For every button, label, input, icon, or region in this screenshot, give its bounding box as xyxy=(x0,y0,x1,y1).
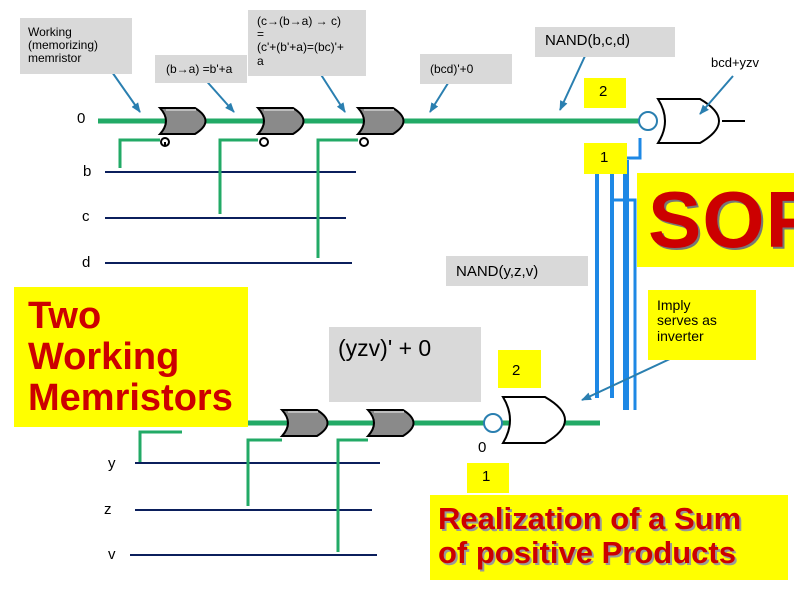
var-d-label: d xyxy=(82,254,91,271)
bcd-prime-label: (bcd)'+0 xyxy=(430,62,474,76)
sop-label: SOP xyxy=(648,175,794,264)
num-1-top-label: 1 xyxy=(600,149,609,166)
working-memristor-label: Working (memorizing) memristor xyxy=(28,25,99,66)
num-1-top-box xyxy=(584,143,627,174)
top-output-bubble xyxy=(638,111,658,131)
arrow-bcd-yzv xyxy=(699,75,734,115)
two-working-label: Two Working Memristors xyxy=(28,295,233,420)
yzv-prime-box xyxy=(329,327,481,402)
realization-box xyxy=(430,495,788,580)
arrow-nand-bcd xyxy=(559,55,586,111)
imply-note-box xyxy=(648,290,756,360)
num-2-bottom-label: 2 xyxy=(512,362,521,379)
var-c-label: c xyxy=(82,208,90,225)
memristor-gate-1 xyxy=(157,107,207,135)
working-memristor-box xyxy=(20,18,132,74)
num-2-top-box xyxy=(584,78,626,108)
bcd-prime-box xyxy=(420,54,512,84)
num-1-bottom-label: 1 xyxy=(482,468,491,485)
top-output-gate xyxy=(656,98,720,144)
gate-5-connector xyxy=(246,438,282,506)
nand-bcd-box xyxy=(535,27,675,57)
nand-yzv-label: NAND(y,z,v) xyxy=(456,263,539,280)
memristor-gate-3 xyxy=(355,107,405,135)
arrow-bcd-prime xyxy=(429,79,451,113)
gate-1-connector xyxy=(118,138,160,168)
num-2-bottom-box xyxy=(498,350,541,388)
bottom-output-gate xyxy=(501,396,566,444)
gate-4-connector xyxy=(138,430,182,462)
bottom-output-bubble xyxy=(483,413,503,433)
realization-label: Realization of a Sum of positive Product… xyxy=(438,501,742,571)
gate-6-connector xyxy=(336,438,368,552)
memristor-gate-5 xyxy=(365,409,415,437)
num-0-bottom-label: 0 xyxy=(478,439,487,456)
num-1-bottom-box xyxy=(467,463,509,493)
arrow-working-memristor xyxy=(111,71,141,113)
two-working-box xyxy=(14,287,248,427)
ba-note-label: (b→a) =b'+a xyxy=(166,62,233,76)
var-b-label: b xyxy=(83,163,92,180)
num-2-top-label: 2 xyxy=(599,83,608,100)
imply-note-label: Imply serves as inverter xyxy=(657,297,717,344)
nand-yzv-box xyxy=(446,256,588,286)
gate-3-connector xyxy=(316,138,358,258)
cba-note-label: (c→(b→a) → c) = (c'+(b'+a)=(bc)'+ a xyxy=(257,14,344,68)
cba-note-box xyxy=(248,10,366,76)
yzv-prime-label: (yzv)' + 0 xyxy=(338,335,432,361)
bcd-yzv-label: bcd+yzv xyxy=(711,55,760,70)
var-v-label: v xyxy=(108,546,116,563)
num-0-left-label: 0 xyxy=(77,110,86,127)
var-y-label: y xyxy=(108,455,116,472)
arrow-cba xyxy=(317,69,346,113)
nand-bcd-label: NAND(b,c,d) xyxy=(545,32,631,49)
gate-2-connector xyxy=(218,138,258,214)
var-z-label: z xyxy=(104,501,112,518)
ba-note-box xyxy=(155,55,247,83)
arrow-imply xyxy=(581,357,673,401)
memristor-gate-2 xyxy=(255,107,305,135)
sop-box xyxy=(637,173,794,267)
memristor-gate-4 xyxy=(279,409,329,437)
